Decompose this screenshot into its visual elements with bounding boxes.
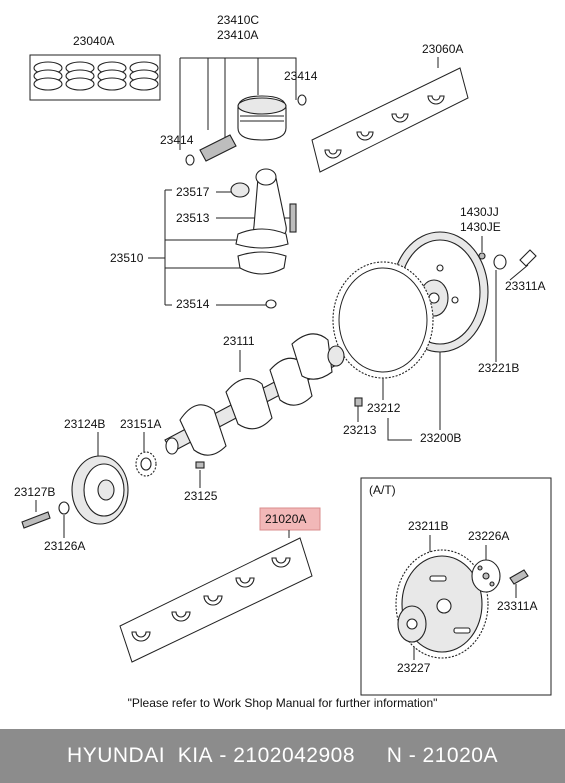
label-23213: 23213 xyxy=(343,423,377,437)
dowel-pin-shape xyxy=(354,397,363,407)
main-bearing-shells xyxy=(131,557,291,642)
label-23200B: 23200B xyxy=(420,431,461,445)
footer-ref: N - 21020A xyxy=(386,744,498,767)
label-1430JE: 1430JE xyxy=(460,220,501,234)
label-23311A: 23311A xyxy=(505,279,545,293)
label-23513: 23513 xyxy=(176,211,210,225)
piston-group: 23410C 23410A 23414 23414 xyxy=(160,13,318,166)
washer-shape xyxy=(58,501,70,515)
key-shape xyxy=(195,461,205,469)
label-23517: 23517 xyxy=(176,185,210,199)
label-at: (A/T) xyxy=(369,483,396,497)
label-23414-right: 23414 xyxy=(284,69,318,83)
main-bearing-tray xyxy=(119,537,313,663)
ring-gear-shape xyxy=(332,261,434,379)
workshop-manual-note: "Please refer to Work Shop Manual for fu… xyxy=(127,696,438,710)
label-23514: 23514 xyxy=(176,297,210,311)
piston-rings-frame xyxy=(29,54,161,101)
at-frame xyxy=(360,477,552,696)
footer-part-number: 2102042908 xyxy=(233,744,356,767)
parts-diagram: 23040A 23410C 23410A 23414 23414 23060A xyxy=(14,13,552,696)
ring-gear-group: 23212 23213 23200B xyxy=(332,261,461,445)
upper-bearing-tray xyxy=(311,67,469,173)
pulley-bolt-shape xyxy=(21,511,51,529)
main-bearing-group: 21020A xyxy=(119,507,321,663)
label-23211B: 23211B xyxy=(408,519,448,533)
rod-leader-lines xyxy=(148,189,290,306)
label-23111: 23111 xyxy=(223,334,255,348)
label-23410C: 23410C xyxy=(217,13,259,27)
label-23311A-at: 23311A xyxy=(497,599,537,613)
connecting-rod-illustration xyxy=(230,168,297,309)
label-23227: 23227 xyxy=(397,661,431,675)
piston-rings-group: 23040A xyxy=(29,34,161,101)
piston-leader-lines xyxy=(179,57,297,150)
label-23510: 23510 xyxy=(110,251,144,265)
label-23212: 23212 xyxy=(367,401,401,415)
sprocket-illustration xyxy=(135,451,157,477)
footer-bar: HYUNDAI KIA - 2102042908 N - 21020A xyxy=(0,729,565,783)
label-21020A: 21020A xyxy=(265,512,306,526)
pulley-illustration xyxy=(71,455,129,525)
converter-plate-illustration xyxy=(397,605,427,643)
label-23127B: 23127B xyxy=(14,485,55,499)
label-23124B: 23124B xyxy=(64,417,105,431)
crankshaft-illustration xyxy=(164,333,345,456)
label-23060A: 23060A xyxy=(422,42,463,56)
label-23226A: 23226A xyxy=(468,529,509,543)
footer-brand: HYUNDAI KIA xyxy=(67,744,214,767)
label-23040A: 23040A xyxy=(73,34,114,48)
label-23126A: 23126A xyxy=(44,539,85,553)
piston-illustration xyxy=(185,94,307,166)
label-23221B: 23221B xyxy=(478,361,519,375)
highlight-21020A[interactable] xyxy=(259,507,321,531)
adapter-plate-illustration xyxy=(471,559,501,593)
label-1430JJ: 1430JJ xyxy=(460,205,499,219)
label-23410A: 23410A xyxy=(217,28,258,42)
at-bolt-shape xyxy=(509,569,529,585)
label-23151A: 23151A xyxy=(120,417,161,431)
upper-bearing-group: 23060A xyxy=(311,42,469,173)
label-23414-left: 23414 xyxy=(160,133,194,147)
piston-rings-illustration xyxy=(33,61,159,91)
label-23125: 23125 xyxy=(184,489,218,503)
pulley-group: 23124B 23151A 23127B 23126A xyxy=(14,417,161,553)
crankshaft-group: 23111 23125 xyxy=(164,333,345,503)
at-box-group: (A/T) 23211B 23226A 23311A 23227 xyxy=(360,477,552,696)
upper-bearing-shells xyxy=(324,95,445,159)
connecting-rod-group: 23517 23513 23510 23514 xyxy=(110,168,297,311)
